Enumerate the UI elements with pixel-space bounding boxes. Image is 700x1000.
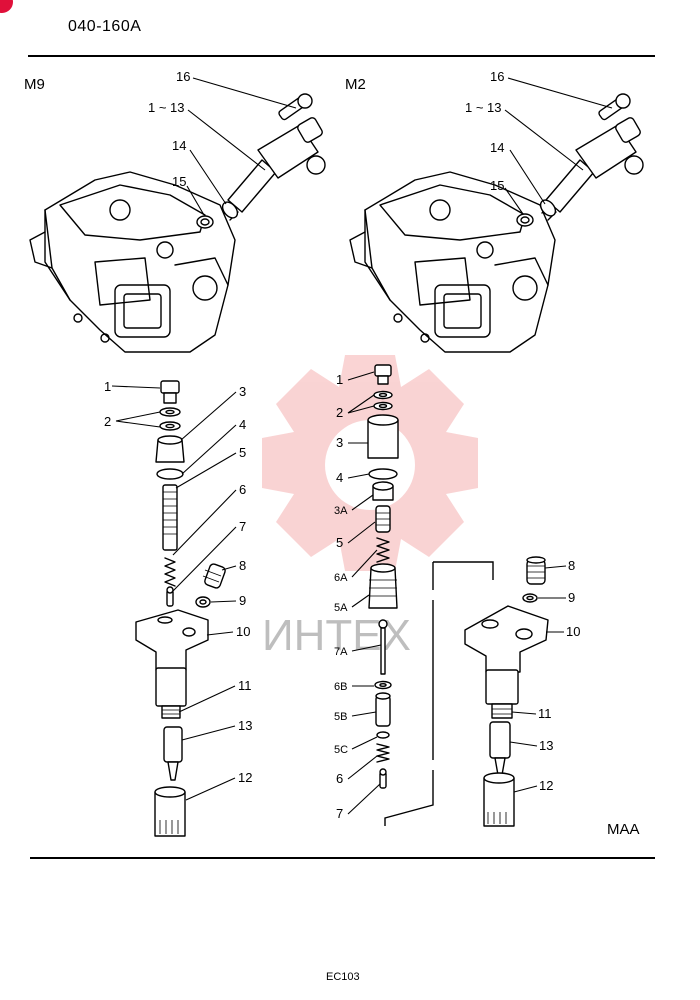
head-left-body: [44, 171, 236, 353]
assembly-bracket: [384, 561, 494, 826]
exploded-injector-right: [464, 556, 549, 827]
top-rule: [28, 55, 655, 57]
label-10-right-stack: 10: [566, 624, 580, 639]
label-5c-center-stack: 5C: [334, 744, 348, 756]
injector-right-upper: [516, 93, 644, 227]
cylinder-head-right: [349, 171, 556, 353]
label-1-13-right: 1 ~ 13: [465, 100, 502, 115]
label-5-center-stack: 5: [336, 535, 343, 550]
label-13-left-stack: 13: [238, 718, 252, 733]
label-3a-center-stack: 3A: [334, 505, 348, 517]
label-4-center-stack: 4: [336, 470, 343, 485]
label-7-center-stack: 7: [336, 806, 343, 821]
label-1-13-left: 1 ~ 13: [148, 100, 185, 115]
label-16-left: 16: [176, 69, 190, 84]
label-6a-center-stack: 6A: [334, 572, 348, 584]
label-6-center-stack: 6: [336, 771, 343, 786]
label-3-center-stack: 3: [336, 435, 343, 450]
label-2-center-stack: 2: [336, 405, 343, 420]
label-5-left-stack: 5: [239, 445, 246, 460]
corner-badge: [0, 0, 13, 13]
label-3-left-stack: 3: [239, 384, 246, 399]
label-9-right-stack: 9: [568, 590, 575, 605]
label-12-left-stack: 12: [238, 770, 252, 785]
watermark-gear-teeth: [262, 355, 478, 571]
label-16-right: 16: [490, 69, 504, 84]
section-label-m9: M9: [24, 76, 45, 93]
label-10-left-stack: 10: [236, 624, 250, 639]
label-5a-center-stack: 5A: [334, 602, 348, 614]
label-14-left: 14: [172, 138, 186, 153]
head-right-body: [364, 171, 556, 353]
label-11-right-stack: 11: [538, 706, 552, 721]
label-12-right-stack: 12: [539, 778, 553, 793]
label-6-left-stack: 6: [239, 482, 246, 497]
exploded-injector-left: [135, 380, 226, 837]
model-code: MAA: [607, 821, 640, 838]
watermark-gear-logo: [262, 355, 478, 571]
label-4-left-stack: 4: [239, 417, 246, 432]
label-1-left-stack: 1: [104, 379, 111, 394]
watermark-text: ИНТЕХ: [262, 611, 411, 660]
label-2-left-stack: 2: [104, 414, 111, 429]
label-8-right-stack: 8: [568, 558, 575, 573]
injector-left-upper: [196, 93, 326, 229]
exploded-injector-center: [367, 364, 399, 789]
label-7a-center-stack: 7A: [334, 646, 348, 658]
label-1-center-stack: 1: [336, 372, 343, 387]
label-6b-center-stack: 6B: [334, 681, 347, 693]
cylinder-head-left: [29, 171, 236, 353]
section-label-m2: M2: [345, 76, 366, 93]
label-5b-center-stack: 5B: [334, 711, 347, 723]
label-14-right: 14: [490, 140, 504, 155]
label-13-right-stack: 13: [539, 738, 553, 753]
label-15-right: 15: [490, 178, 504, 193]
diagram-code: 040-160A: [68, 18, 142, 35]
label-9-left-stack: 9: [239, 593, 246, 608]
label-8-left-stack: 8: [239, 558, 246, 573]
label-11-left-stack: 11: [238, 678, 252, 693]
page-code: EC103: [326, 971, 360, 983]
label-7-left-stack: 7: [239, 519, 246, 534]
label-15-left: 15: [172, 174, 186, 189]
bottom-rule: [30, 857, 655, 859]
